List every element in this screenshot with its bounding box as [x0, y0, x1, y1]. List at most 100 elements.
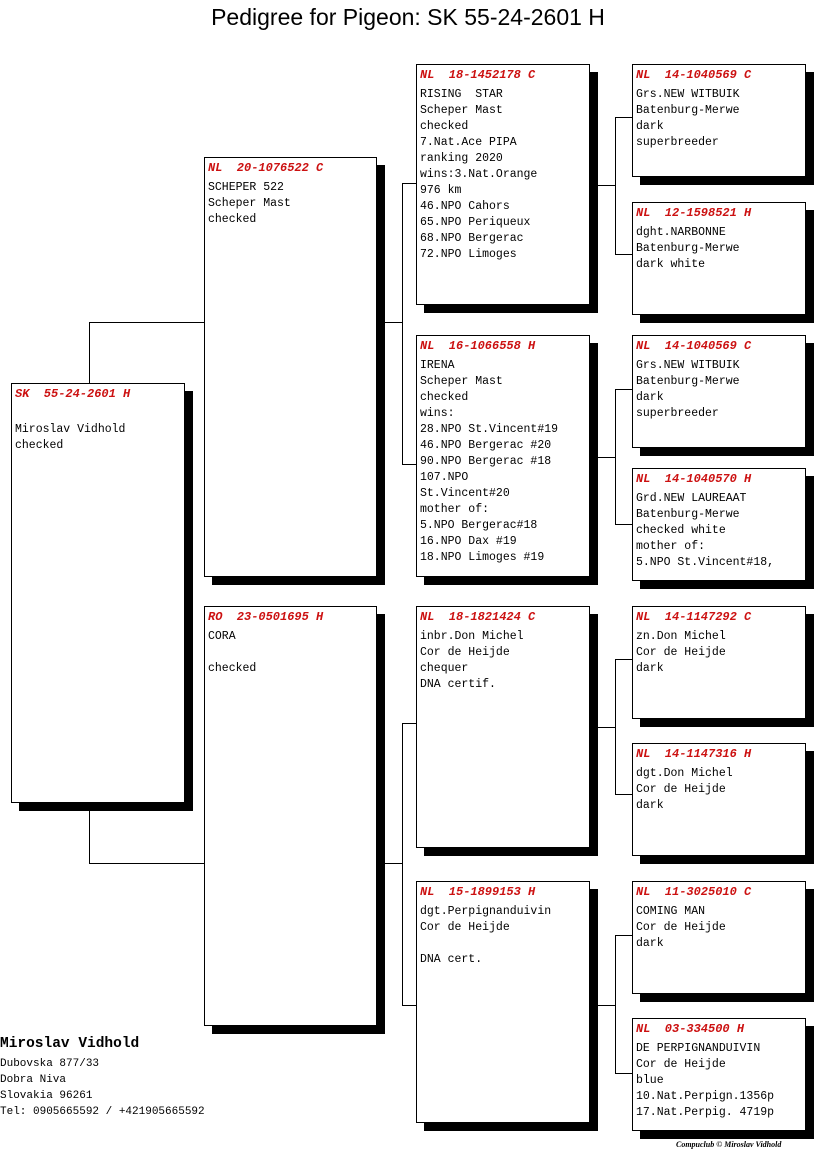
info-line: superbreeder — [636, 407, 719, 420]
pigeon-card-mother[interactable]: RO 23-0501695 H CORA checked — [204, 606, 377, 1026]
ring-number: NL 12-1598521 H — [636, 206, 752, 220]
connector — [615, 935, 632, 936]
info-line: Grd.NEW LAUREAAT — [636, 492, 747, 505]
info-line: COMING MAN — [636, 905, 706, 918]
info-line: dght.NARBONNE — [636, 226, 726, 239]
info-line: DNA cert. — [420, 953, 483, 966]
pigeon-card-father[interactable]: NL 20-1076522 C SCHEPER 522 Scheper Mast… — [204, 157, 377, 577]
info-line: Batenburg-Merwe — [636, 508, 740, 521]
connector — [615, 117, 632, 118]
ring-number: NL 14-1147292 C — [636, 610, 752, 624]
pigeon-card-mff[interactable]: NL 14-1147292 C zn.Don Michel Cor de Hei… — [632, 606, 806, 719]
info-line: 5.NPO Bergerac#18 — [420, 519, 538, 532]
info-line: Cor de Heijde — [636, 783, 726, 796]
info-line: dark white — [636, 258, 706, 271]
info-line: 28.NPO St.Vincent#19 — [420, 423, 559, 436]
ring-number: NL 14-1147316 H — [636, 747, 752, 761]
ring-number: NL 11-3025010 C — [636, 885, 752, 899]
pigeon-card-mfm[interactable]: NL 14-1147316 H dgt.Don Michel Cor de He… — [632, 743, 806, 856]
connector — [402, 723, 416, 724]
info-line: Cor de Heijde — [420, 921, 510, 934]
footer-credit: Compuclub © Miroslav Vidhold — [676, 1140, 782, 1149]
info-line: 16.NPO Dax #19 — [420, 535, 517, 548]
info-line: chequer — [420, 662, 469, 675]
connector — [615, 117, 616, 254]
pigeon-card-sire-dam[interactable]: NL 16-1066558 H IRENA Scheper Mast check… — [416, 335, 590, 577]
ring-number: NL 14-1040569 C — [636, 68, 752, 82]
info-line: 46.NPO Bergerac #20 — [420, 439, 552, 452]
pigeon-card-fmf[interactable]: NL 14-1040569 C Grs.NEW WITBUIK Batenbur… — [632, 335, 806, 448]
info-line: checked white — [636, 524, 726, 537]
ring-number: NL 18-1452178 C — [420, 68, 536, 82]
connector — [597, 1005, 615, 1006]
connector — [615, 254, 632, 255]
info-line: 107.NPO — [420, 471, 469, 484]
info-line: St.Vincent#20 — [420, 487, 510, 500]
info-line: IRENA — [420, 359, 455, 372]
info-line: Scheper Mast — [208, 197, 291, 210]
info-line: Grs.NEW WITBUIK — [636, 88, 740, 101]
connector — [402, 723, 403, 1005]
info-line: Cor de Heijde — [420, 646, 510, 659]
info-line: Scheper Mast — [420, 375, 503, 388]
connector — [89, 863, 204, 864]
info-line: 46.NPO Cahors — [420, 200, 510, 213]
owner-address-street: Dubovska 877/33 — [0, 1058, 100, 1070]
info-line: blue — [636, 1074, 664, 1087]
info-line: mother of: — [420, 503, 490, 516]
info-line: RISING STAR — [420, 88, 503, 101]
info-line: wins:3.Nat.Orange — [420, 168, 538, 181]
info-line: Batenburg-Merwe — [636, 104, 740, 117]
pigeon-card-subject[interactable]: SK 55-24-2601 H Miroslav Vidhold checked — [11, 383, 185, 803]
info-line: 90.NPO Bergerac #18 — [420, 455, 552, 468]
pigeon-card-fff[interactable]: NL 14-1040569 C Grs.NEW WITBUIK Batenbur… — [632, 64, 806, 177]
connector — [615, 389, 616, 524]
info-line: Miroslav Vidhold — [15, 423, 126, 436]
info-line: Cor de Heijde — [636, 646, 726, 659]
connector — [384, 863, 402, 864]
pigeon-card-fmm[interactable]: NL 14-1040570 H Grd.NEW LAUREAAT Batenbu… — [632, 468, 806, 581]
info-line: checked — [208, 662, 257, 675]
info-line: inbr.Don Michel — [420, 630, 524, 643]
info-line: 976 km — [420, 184, 462, 197]
connector — [89, 322, 204, 323]
ring-number: NL 14-1040570 H — [636, 472, 752, 486]
ring-number: RO 23-0501695 H — [208, 610, 324, 624]
connector — [597, 727, 615, 728]
info-line: checked — [208, 213, 257, 226]
connector — [615, 1073, 632, 1074]
pigeon-card-mmf[interactable]: NL 11-3025010 C COMING MAN Cor de Heijde… — [632, 881, 806, 994]
info-line: 72.NPO Limoges — [420, 248, 517, 261]
info-line — [208, 645, 373, 661]
info-line: 68.NPO Bergerac — [420, 232, 524, 245]
info-line: checked — [420, 120, 469, 133]
connector — [597, 185, 615, 186]
pigeon-card-dam-sire[interactable]: NL 18-1821424 C inbr.Don Michel Cor de H… — [416, 606, 590, 848]
info-line: 17.Nat.Perpig. 4719p — [636, 1106, 775, 1119]
info-line: dgt.Don Michel — [636, 767, 733, 780]
info-line: zn.Don Michel — [636, 630, 726, 643]
pigeon-card-sire-sire[interactable]: NL 18-1452178 C RISING STAR Scheper Mast… — [416, 64, 590, 305]
info-line: 5.NPO St.Vincent#18, — [636, 556, 775, 569]
info-line: dark — [636, 937, 664, 950]
connector — [384, 322, 402, 323]
owner-info: Miroslav Vidhold Dubovska 877/33 Dobra N… — [0, 1035, 205, 1120]
pigeon-card-dam-dam[interactable]: NL 15-1899153 H dgt.Perpignanduivin Cor … — [416, 881, 590, 1123]
owner-name: Miroslav Vidhold — [0, 1036, 140, 1052]
ring-number: NL 18-1821424 C — [420, 610, 536, 624]
pigeon-card-mmm[interactable]: NL 03-334500 H DE PERPIGNANDUIVIN Cor de… — [632, 1018, 806, 1131]
info-line: Batenburg-Merwe — [636, 375, 740, 388]
connector — [615, 659, 632, 660]
connector — [89, 322, 90, 383]
info-line: dark — [636, 799, 664, 812]
info-line: wins: — [420, 407, 455, 420]
ring-number: NL 20-1076522 C — [208, 161, 324, 175]
pigeon-card-ffm[interactable]: NL 12-1598521 H dght.NARBONNE Batenburg-… — [632, 202, 806, 315]
info-line: ranking 2020 — [420, 152, 503, 165]
info-line: dgt.Perpignanduivin — [420, 905, 552, 918]
connector — [597, 457, 615, 458]
info-line: dark — [636, 391, 664, 404]
owner-address-country: Slovakia 96261 — [0, 1090, 93, 1102]
owner-phone: Tel: 0905665592 / +421905665592 — [0, 1106, 205, 1118]
info-line: superbreeder — [636, 136, 719, 149]
